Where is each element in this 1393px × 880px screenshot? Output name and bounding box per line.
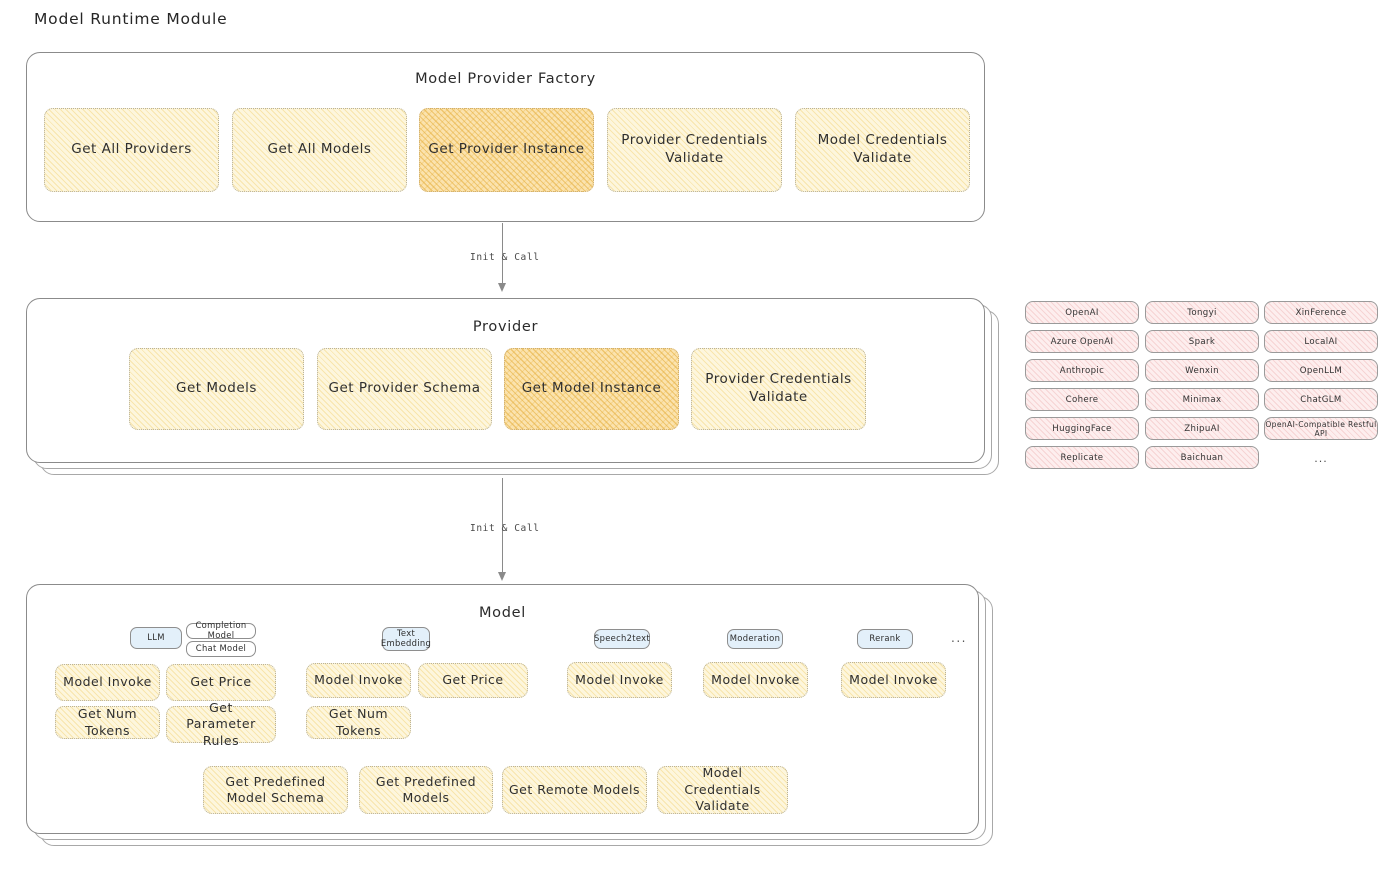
node-get-all-models[interactable]: Get All Models: [232, 108, 407, 192]
arrow-factory-to-provider-line: [502, 223, 503, 285]
page-title: Model Runtime Module: [34, 10, 228, 28]
badge-chat-model[interactable]: Chat Model: [186, 641, 256, 657]
node-embedding-get-num-tokens[interactable]: Get Num Tokens: [306, 706, 411, 739]
provider-chip-azure-openai[interactable]: Azure OpenAI: [1025, 330, 1139, 353]
provider-chip-tongyi[interactable]: Tongyi: [1145, 301, 1259, 324]
provider-chip-cohere[interactable]: Cohere: [1025, 388, 1139, 411]
node-rerank-model-invoke[interactable]: Model Invoke: [841, 662, 946, 698]
node-model-credentials-validate-2[interactable]: Model Credentials Validate: [657, 765, 788, 814]
provider-list-ellipsis: ...: [1314, 452, 1328, 465]
arrow-provider-to-model-head: [498, 572, 506, 581]
badge-text-embedding[interactable]: Text Embedding: [381, 627, 431, 651]
arrow-provider-to-model-line: [502, 478, 503, 574]
badge-moderation[interactable]: Moderation: [727, 629, 783, 649]
provider-chip-openai-compatible-restful-api[interactable]: OpenAI-Compatible Restful API: [1264, 417, 1378, 440]
provider-chip-anthropic[interactable]: Anthropic: [1025, 359, 1139, 382]
badge-rerank[interactable]: Rerank: [857, 629, 913, 649]
provider-chip-wenxin[interactable]: Wenxin: [1145, 359, 1259, 382]
provider-chip-replicate[interactable]: Replicate: [1025, 446, 1139, 469]
provider-chip-huggingface[interactable]: HuggingFace: [1025, 417, 1139, 440]
provider-chip-minimax[interactable]: Minimax: [1145, 388, 1259, 411]
provider-chip-zhipuai[interactable]: ZhipuAI: [1145, 417, 1259, 440]
node-get-models[interactable]: Get Models: [129, 348, 304, 430]
node-provider-credentials-validate-2[interactable]: Provider Credentials Validate: [691, 348, 866, 430]
node-provider-credentials-validate[interactable]: Provider Credentials Validate: [607, 108, 782, 192]
provider-chip-chatglm[interactable]: ChatGLM: [1264, 388, 1378, 411]
arrow-factory-to-provider-label: Init & Call: [470, 252, 540, 263]
badge-completion-model[interactable]: Completion Model: [186, 620, 256, 640]
node-get-provider-schema[interactable]: Get Provider Schema: [317, 348, 492, 430]
node-llm-get-parameter-rules[interactable]: Get Parameter Rules: [166, 700, 276, 748]
arrow-provider-to-model-label: Init & Call: [470, 523, 540, 534]
badge-llm[interactable]: LLM: [130, 627, 182, 649]
badge-speech2text[interactable]: Speech2text: [594, 629, 650, 649]
node-get-provider-instance[interactable]: Get Provider Instance: [419, 108, 594, 192]
node-llm-get-price[interactable]: Get Price: [166, 664, 276, 701]
provider-chip-xinference[interactable]: XinFerence: [1264, 301, 1378, 324]
node-model-credentials-validate[interactable]: Model Credentials Validate: [795, 108, 970, 192]
provider-chip-baichuan[interactable]: Baichuan: [1145, 446, 1259, 469]
node-get-all-providers[interactable]: Get All Providers: [44, 108, 219, 192]
provider-chip-spark[interactable]: Spark: [1145, 330, 1259, 353]
node-get-remote-models[interactable]: Get Remote Models: [502, 766, 647, 814]
node-moderation-model-invoke[interactable]: Model Invoke: [703, 662, 808, 698]
node-embedding-get-price[interactable]: Get Price: [418, 663, 528, 698]
provider-title: Provider: [472, 319, 539, 335]
provider-chip-localai[interactable]: LocalAI: [1264, 330, 1378, 353]
node-get-predefined-models[interactable]: Get Predefined Models: [359, 766, 493, 814]
node-embedding-model-invoke[interactable]: Model Invoke: [306, 663, 411, 698]
arrow-factory-to-provider-head: [498, 283, 506, 292]
model-types-ellipsis: ...: [951, 631, 967, 645]
model-title: Model: [478, 605, 527, 621]
provider-chip-openai[interactable]: OpenAI: [1025, 301, 1139, 324]
node-speech2text-model-invoke[interactable]: Model Invoke: [567, 662, 672, 698]
node-get-model-instance[interactable]: Get Model Instance: [504, 348, 679, 430]
node-get-predefined-model-schema[interactable]: Get Predefined Model Schema: [203, 766, 348, 814]
node-llm-model-invoke[interactable]: Model Invoke: [55, 664, 160, 701]
provider-chip-openllm[interactable]: OpenLLM: [1264, 359, 1378, 382]
node-llm-get-num-tokens[interactable]: Get Num Tokens: [55, 706, 160, 739]
model-provider-factory-title: Model Provider Factory: [415, 71, 596, 87]
